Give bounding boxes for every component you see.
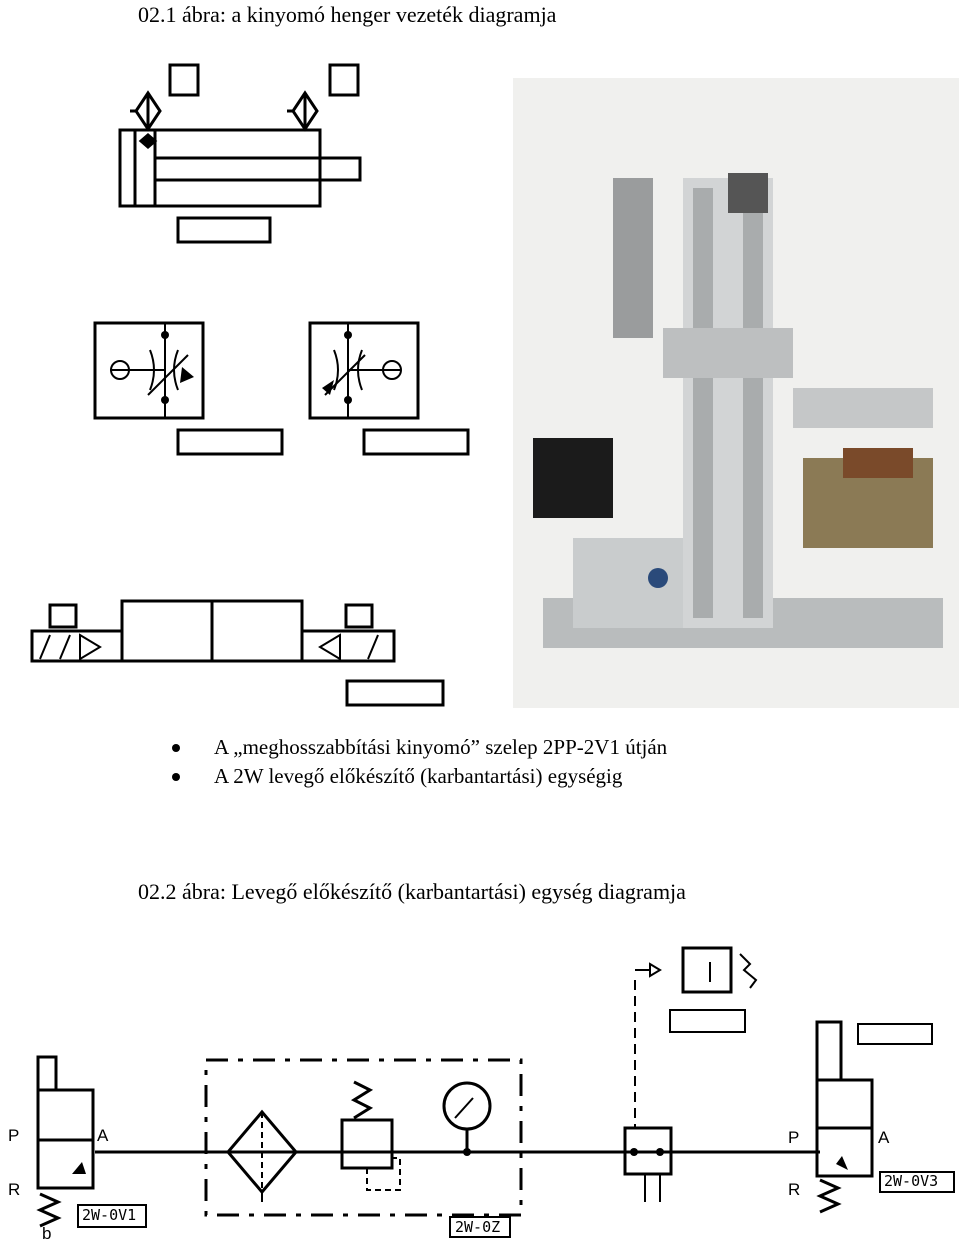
flow-control-valve-left xyxy=(93,321,205,420)
port-p-left: P xyxy=(8,1126,20,1145)
service-unit-label: 2W-0Z xyxy=(455,1218,501,1236)
valve-label-box xyxy=(345,679,445,707)
service-unit-diagram xyxy=(36,946,955,1238)
bullet-item: A „meghosszabbítási kinyomó” szelep 2PP-… xyxy=(168,733,667,762)
port-r-right: R xyxy=(788,1180,801,1199)
figure-2-caption: 02.2 ábra: Levegő előkészítő (karbantart… xyxy=(138,879,686,904)
port-b-left: b xyxy=(42,1224,52,1243)
port-p-right: P xyxy=(788,1128,800,1147)
port-a-right: A xyxy=(878,1128,890,1147)
right-valve-label: 2W-0V3 xyxy=(884,1172,939,1190)
bullet-item: A 2W levegő előkészítő (karbantartási) e… xyxy=(168,762,667,791)
port-a-left: A xyxy=(97,1126,109,1145)
left-valve-label: 2W-0V1 xyxy=(82,1206,137,1224)
station-photo xyxy=(513,78,959,708)
figure-1-caption: 02.1 ábra: a kinyomó henger vezeték diag… xyxy=(138,2,557,27)
bullet-list: A „meghosszabbítási kinyomó” szelep 2PP-… xyxy=(168,733,667,791)
cylinder-body xyxy=(118,128,322,208)
cylinder-circuit-diagram xyxy=(30,63,470,707)
bullet-dot xyxy=(172,744,180,752)
port-r-left: R xyxy=(8,1180,21,1199)
sensor-label-box-left xyxy=(168,63,200,97)
cylinder-label-box xyxy=(176,216,272,244)
flow-control-valve-right xyxy=(308,321,420,420)
sensor-label-box-right xyxy=(328,63,360,97)
bullet-dot xyxy=(172,773,180,781)
